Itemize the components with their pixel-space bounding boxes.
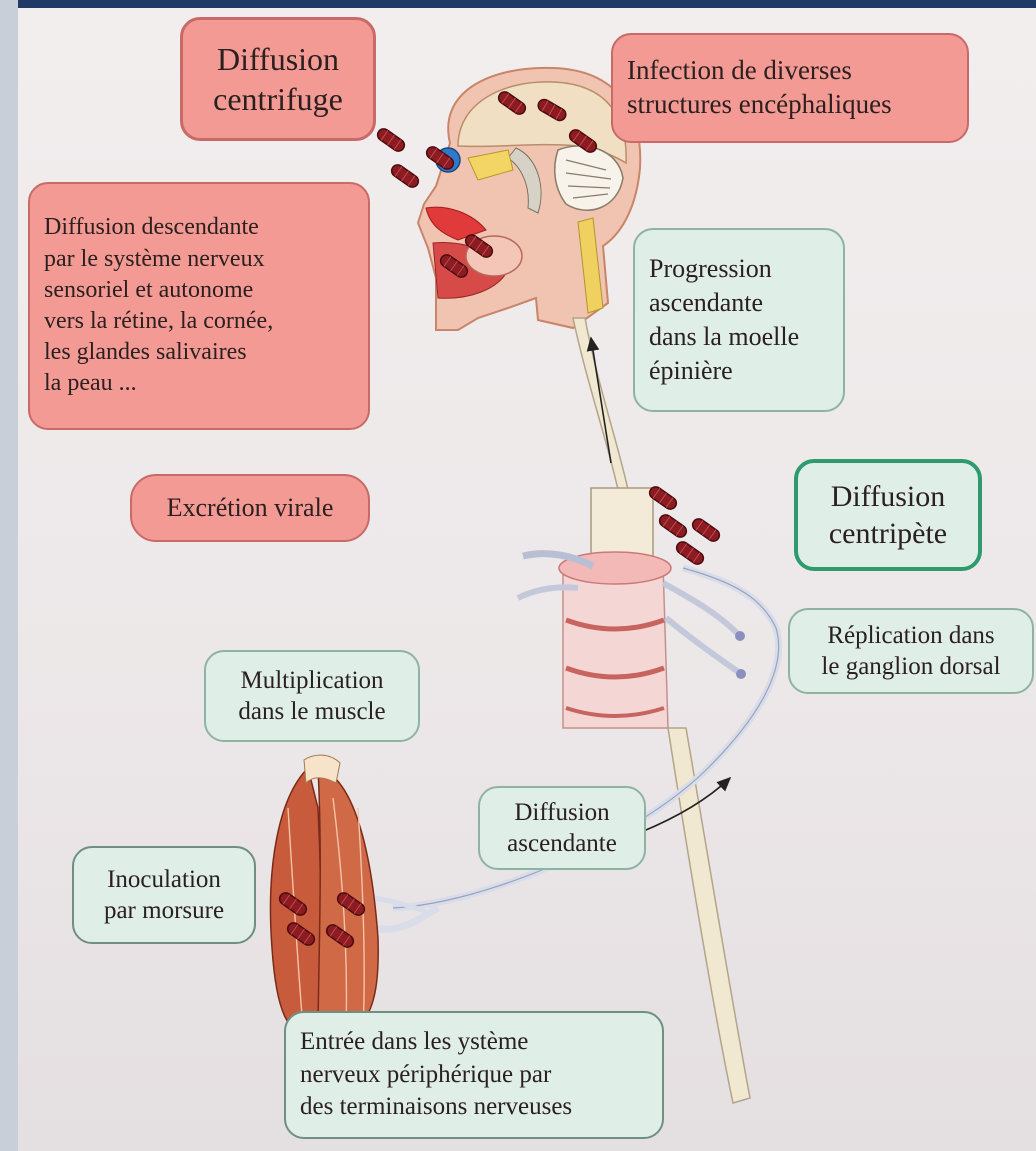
left-bar (0, 0, 18, 1151)
label-diffusion-centripete: Diffusion centripète (794, 459, 982, 571)
virion (690, 516, 721, 543)
label-replication-ganglion: Réplication dans le ganglion dorsal (788, 608, 1034, 694)
virion (375, 126, 406, 153)
label-excretion-virale: Excrétion virale (130, 474, 370, 542)
virion (657, 512, 688, 539)
label-progression-ascendante: Progression ascendante dans la moelle ép… (633, 228, 845, 412)
virion (674, 539, 705, 566)
spinal-cord (573, 318, 632, 508)
virion (389, 162, 420, 189)
diagram-page: Diffusion centrifuge Infection de divers… (18, 8, 1036, 1151)
label-diffusion-ascendante: Diffusion ascendante (478, 786, 646, 870)
vertebra (518, 488, 746, 728)
label-multiplication-muscle: Multiplication dans le muscle (204, 650, 420, 742)
head-section (418, 68, 640, 330)
label-inoculation: Inoculation par morsure (72, 846, 256, 944)
label-diffusion-centrifuge: Diffusion centrifuge (180, 17, 376, 141)
pathogenesis-illustration (18, 8, 1036, 1151)
label-infection-encephale: Infection de diverses structures encépha… (611, 33, 969, 143)
label-entree-systeme: Entrée dans les ystème nerveux périphéri… (284, 1011, 664, 1139)
top-bar (0, 0, 1036, 8)
label-diffusion-descendante: Diffusion descendante par le système ner… (28, 182, 370, 430)
